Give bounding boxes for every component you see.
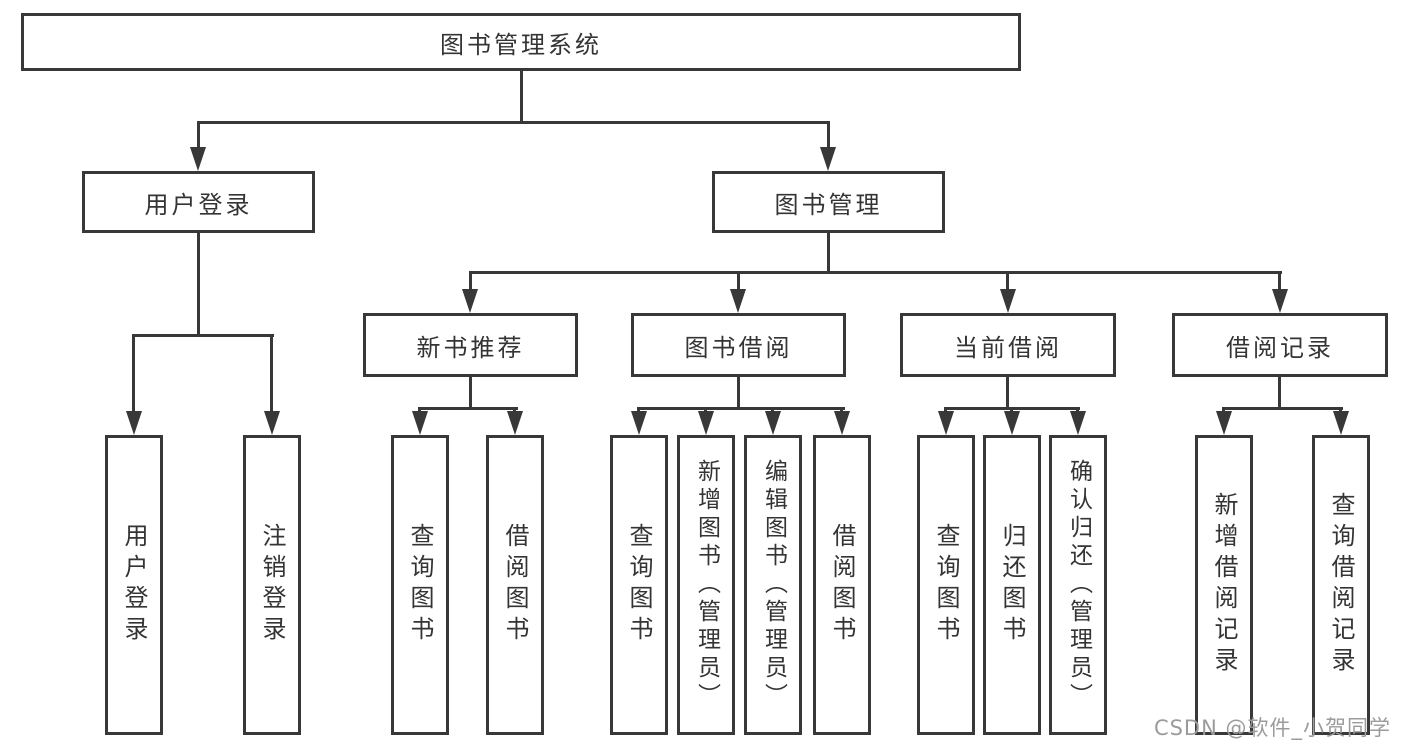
connector-line [827,121,830,149]
connector-line [737,271,740,291]
arrow-down-icon [698,411,714,435]
leaf-add-borrow-record: 新增借阅记录 [1195,435,1253,735]
leaf-query-borrow-record: 查询借阅记录 [1312,435,1370,735]
arrow-down-icon [820,147,836,171]
node-current-borrow-label: 当前借阅 [954,333,1062,362]
arrow-down-icon [462,289,478,313]
leaf-borrow-books-2: 借阅图书 [813,435,871,735]
leaf-logout: 注销登录 [243,435,301,735]
leaf-label: 归还图书 [998,523,1026,647]
node-new-book-recommend: 新书推荐 [363,313,578,377]
leaf-confirm-return-admin: 确认归还（管理员） [1049,435,1107,735]
node-user-login: 用户登录 [82,171,315,233]
leaf-query-books-3: 查询图书 [917,435,975,735]
leaf-label: 编辑图书（管理员） [760,459,787,711]
arrow-down-icon [1272,289,1288,313]
connector-line [637,407,845,410]
leaf-label: 查询图书 [406,523,434,647]
arrow-down-icon [938,411,954,435]
node-borrow-records: 借阅记录 [1172,313,1388,377]
connector-line [1278,271,1281,291]
arrow-down-icon [190,147,206,171]
arrow-down-icon [1000,289,1016,313]
node-user-login-label: 用户登录 [144,190,253,219]
leaf-label: 借阅图书 [828,523,856,647]
connector-line [132,334,135,413]
connector-line [469,271,472,291]
connector-line [270,334,273,413]
leaf-query-books-1: 查询图书 [391,435,449,735]
arrow-down-icon [765,411,781,435]
arrow-down-icon [631,411,647,435]
arrow-down-icon [1070,411,1086,435]
leaf-label: 查询图书 [625,523,653,647]
node-root: 图书管理系统 [21,13,1021,71]
connector-line [1278,377,1281,410]
leaf-add-books-admin: 新增图书（管理员） [677,435,735,735]
leaf-label: 查询借阅记录 [1327,492,1355,678]
leaf-return-books: 归还图书 [983,435,1041,735]
connector-line [132,334,274,337]
leaf-label: 查询图书 [932,523,960,647]
connector-line [197,121,200,149]
leaf-label: 用户登录 [120,523,148,647]
node-book-borrow-label: 图书借阅 [684,333,793,362]
connector-line [418,407,518,410]
arrow-down-icon [1004,411,1020,435]
arrow-down-icon [1216,411,1232,435]
node-book-mgmt: 图书管理 [712,171,945,233]
arrow-down-icon [1333,411,1349,435]
connector-line [1006,377,1009,410]
node-book-mgmt-label: 图书管理 [774,190,883,219]
connector-line [1006,271,1009,291]
leaf-label: 确认归还（管理员） [1065,459,1092,711]
node-borrow-records-label: 借阅记录 [1226,333,1334,362]
leaf-edit-books-admin: 编辑图书（管理员） [744,435,802,735]
leaf-label: 注销登录 [258,523,286,647]
arrow-down-icon [126,411,142,435]
connector-line [827,233,830,273]
arrow-down-icon [412,411,428,435]
connector-line [469,271,1282,274]
node-root-label: 图书管理系统 [440,30,602,59]
leaf-user-login: 用户登录 [105,435,163,735]
connector-line [197,233,200,337]
watermark: CSDN @软件_小贺同学 [1153,716,1391,740]
node-book-borrow: 图书借阅 [631,313,846,377]
arrow-down-icon [507,411,523,435]
arrow-down-icon [834,411,850,435]
leaf-label: 新增借阅记录 [1210,492,1238,678]
leaf-label: 借阅图书 [501,523,529,647]
connector-line [737,377,740,410]
leaf-label: 新增图书（管理员） [693,459,720,711]
arrow-down-icon [730,289,746,313]
node-new-book-recommend-label: 新书推荐 [416,333,525,362]
leaf-query-books-2: 查询图书 [610,435,668,735]
leaf-borrow-books-1: 借阅图书 [486,435,544,735]
connector-line [197,121,830,124]
arrow-down-icon [264,411,280,435]
connector-line [520,70,523,123]
connector-line [1222,407,1343,410]
connector-line [469,377,472,410]
node-current-borrow: 当前借阅 [900,313,1116,377]
